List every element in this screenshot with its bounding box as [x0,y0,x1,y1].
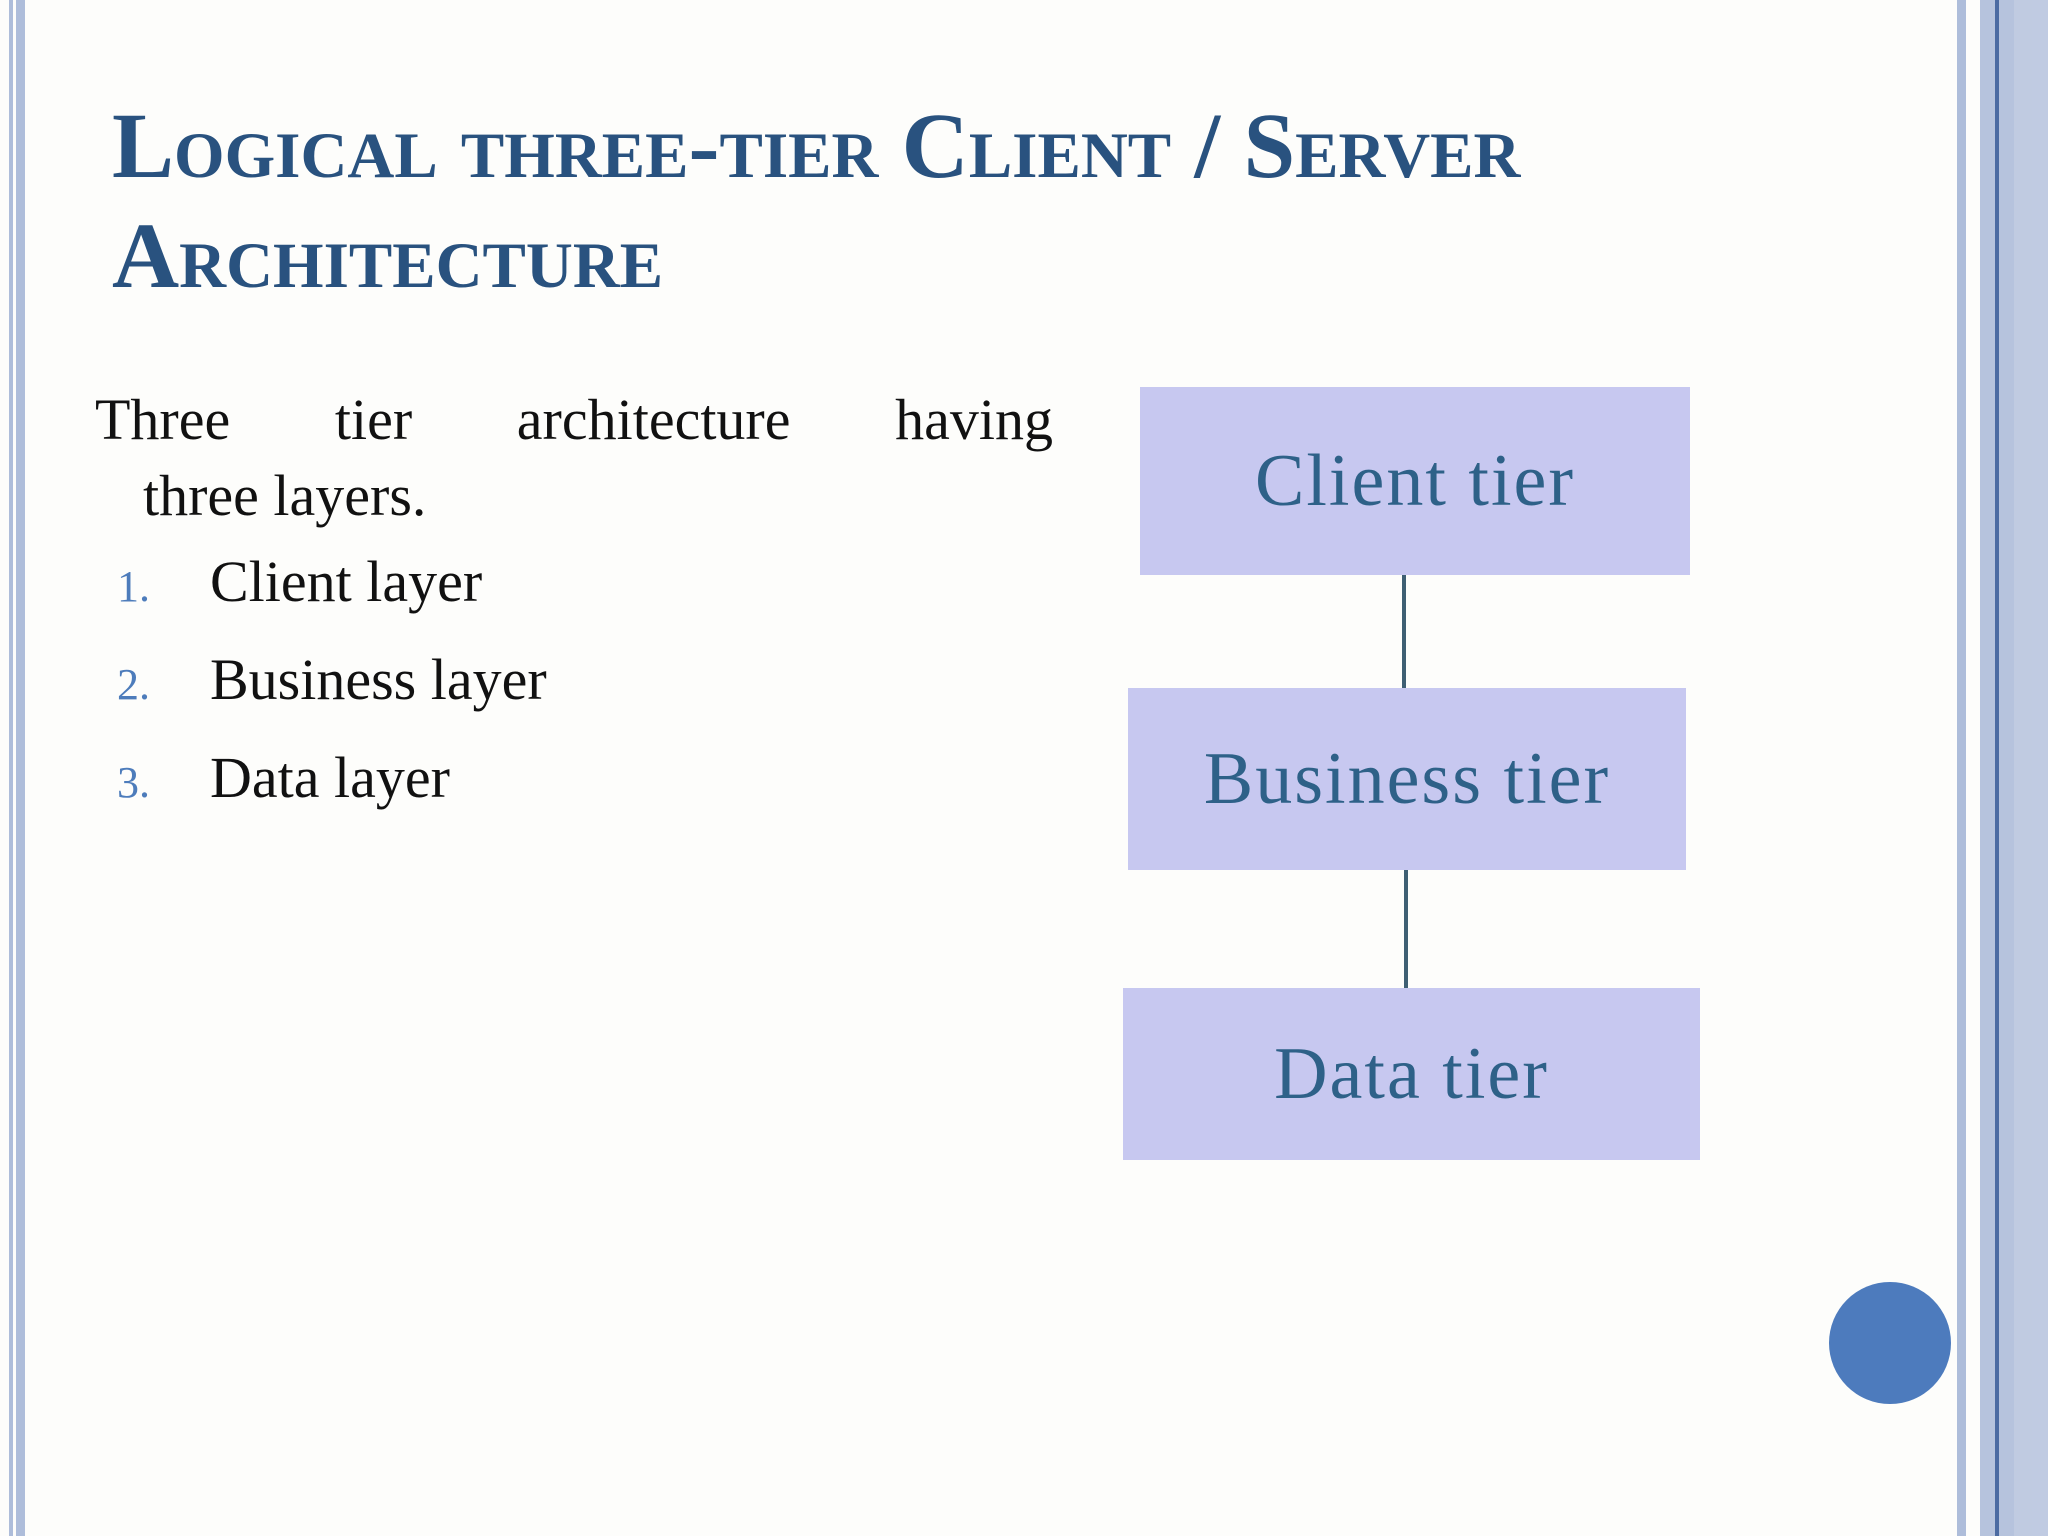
tier-node-label: Data tier [1274,1032,1549,1115]
connector-line-business-data [1404,870,1408,990]
right-border-stripe-thin [1957,0,1966,1536]
intro-line-2: three layers. [143,463,427,528]
numbered-list: 1. Client layer 2. Business layer 3. Dat… [95,548,1035,842]
right-border-band [1980,0,2048,1536]
list-item-number: 1. [117,562,150,611]
intro-line-1: Three tier architecture having [95,387,1053,452]
list-item-label: Client layer [210,549,483,614]
connector-line-client-business [1402,575,1406,690]
list-item-number: 3. [117,758,150,807]
list-item: 3. Data layer [95,744,1035,842]
page-title-line-1: Logical three-tier Client / Server [112,95,1521,198]
tier-node-label: Client tier [1255,439,1575,522]
right-border-dark-line [1995,0,1999,1536]
left-border-stripe-thick [16,0,25,1536]
list-item-label: Data layer [210,745,450,810]
accent-circle [1829,1282,1951,1404]
page-title: Logical three-tier Client / Server Archi… [112,92,1812,312]
page-title-line-2: Architecture [112,205,664,308]
tier-node-business: Business tier [1128,688,1686,870]
right-border-band-highlight [2014,0,2048,1536]
tier-node-client: Client tier [1140,387,1690,575]
list-item: 1. Client layer [95,548,1035,646]
list-item: 2. Business layer [95,646,1035,744]
left-border-stripe-thin [9,0,13,1536]
list-item-label: Business layer [210,647,547,712]
tier-node-label: Business tier [1203,737,1611,820]
intro-paragraph: Three tier architecture having three lay… [95,382,1053,534]
tier-node-data: Data tier [1123,988,1700,1160]
list-item-number: 2. [117,660,150,709]
